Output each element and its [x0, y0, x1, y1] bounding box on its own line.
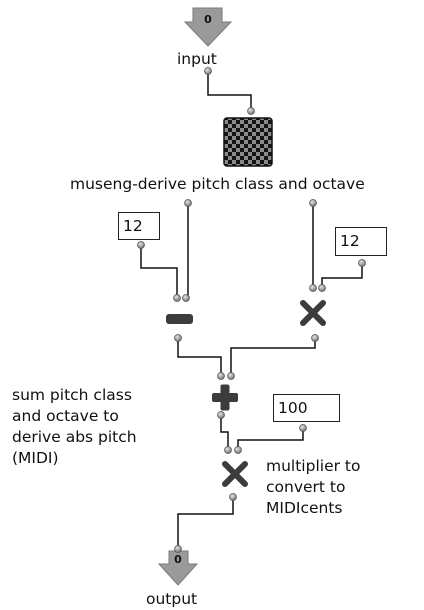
connection-times-to-output[interactable] [177, 496, 234, 548]
outlet-pin[interactable] [311, 334, 319, 342]
const-100-box[interactable]: 100 [273, 394, 340, 422]
connection-plus-to-times-left[interactable] [220, 414, 229, 447]
outlet-pin[interactable] [174, 334, 182, 342]
down-arrow-icon [157, 550, 199, 586]
outlet-pin[interactable] [184, 199, 192, 207]
connection-12-to-minus-left[interactable] [140, 245, 178, 296]
input-label: input [177, 50, 217, 68]
inlet-pin[interactable] [309, 284, 317, 292]
minus-icon[interactable] [166, 314, 193, 324]
museng-box[interactable] [223, 117, 273, 167]
output-box[interactable]: 0 [157, 550, 199, 586]
inlet-pin[interactable] [318, 284, 326, 292]
connection-times-to-plus-right[interactable] [230, 337, 316, 373]
connections [140, 74, 363, 548]
times-icon[interactable] [222, 461, 248, 487]
pins [137, 67, 366, 553]
inlet-pin[interactable] [182, 294, 190, 302]
outlet-pin[interactable] [358, 259, 366, 267]
outlet-pin[interactable] [137, 241, 145, 249]
multiplier-comment: multiplier to convert to MIDIcents [266, 457, 361, 517]
outlet-pin[interactable] [229, 493, 237, 501]
output-index: 0 [174, 553, 182, 566]
inlet-pin[interactable] [227, 372, 235, 380]
outlet-pin[interactable] [217, 411, 225, 419]
plus-icon[interactable] [212, 384, 238, 411]
input-index: 0 [204, 13, 212, 26]
sum-comment: sum pitch class and octave to derive abs… [12, 386, 137, 467]
input-box[interactable]: 0 [183, 7, 233, 47]
outlet-pin[interactable] [204, 67, 212, 75]
inlet-pin[interactable] [174, 545, 182, 553]
connection-input-to-museng[interactable] [207, 74, 252, 110]
checkerboard-icon [223, 117, 273, 167]
outlet-pin[interactable] [309, 199, 317, 207]
down-arrow-icon [183, 7, 233, 47]
inlet-pin[interactable] [217, 372, 225, 380]
outlet-pin[interactable] [299, 424, 307, 432]
inlet-pin[interactable] [173, 294, 181, 302]
connection-100-to-times-right[interactable] [237, 428, 304, 447]
times-icon[interactable] [300, 300, 326, 326]
inlet-pin[interactable] [224, 446, 232, 454]
inlet-pin[interactable] [247, 107, 255, 115]
connection-12-to-times-right[interactable] [321, 263, 363, 286]
output-label: output [146, 590, 198, 608]
const-12-right-box[interactable]: 12 [335, 227, 387, 256]
connection-minus-to-plus-left[interactable] [177, 338, 222, 373]
const-12-left-box[interactable]: 12 [118, 212, 160, 240]
inlet-pin[interactable] [234, 446, 242, 454]
museng-label: museng-derive pitch class and octave [70, 175, 365, 193]
